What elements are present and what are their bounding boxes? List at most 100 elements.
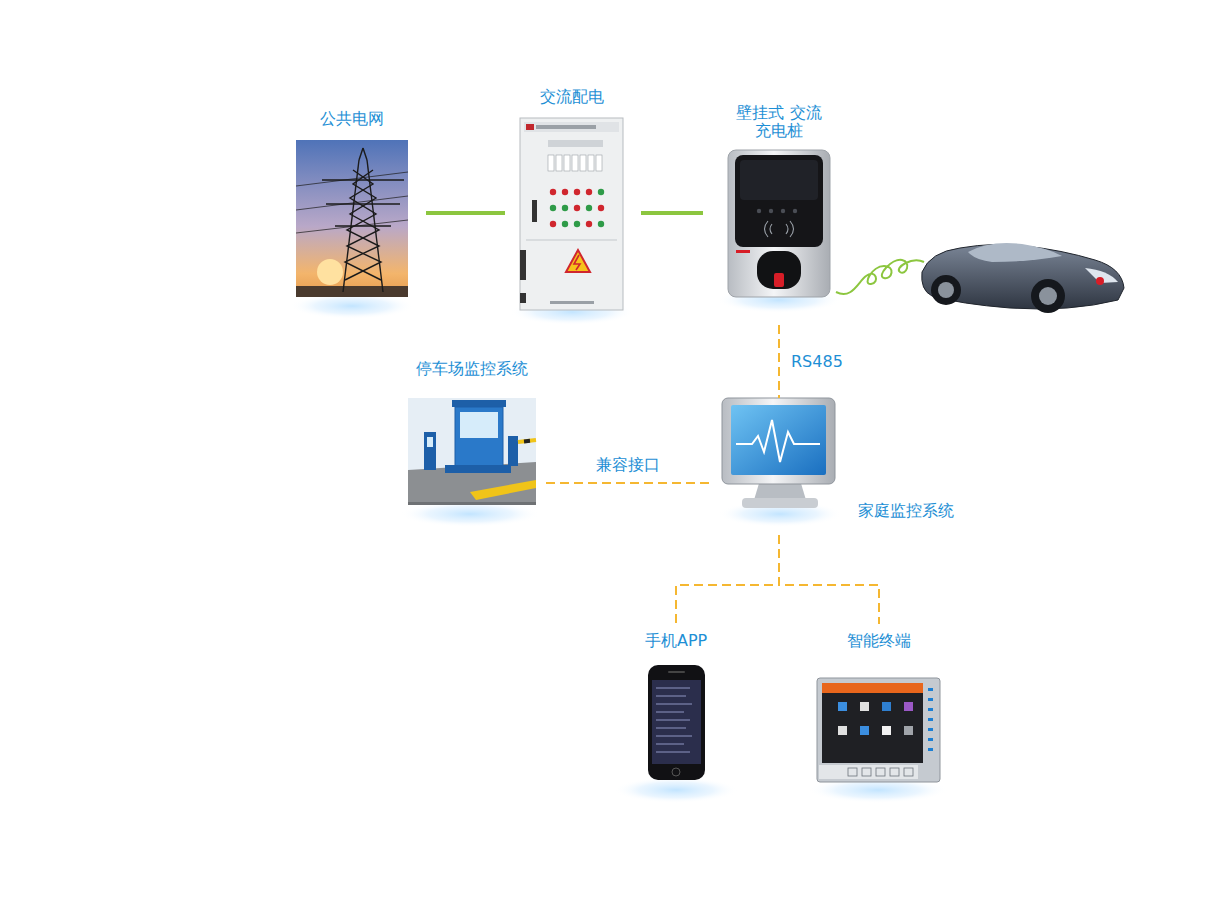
parking-booth-picture-part: [470, 480, 536, 500]
phone-picture-part-part: [656, 704, 692, 705]
wall-charger-picture-part-part: [769, 209, 773, 213]
phone-picture-part-part: [656, 696, 686, 697]
parking-booth-picture-part: [518, 440, 536, 442]
smart-terminal-picture-part-part: [860, 702, 869, 711]
power-tower-picture-part: [317, 259, 343, 285]
picture-node: 停车场监控系统: [408, 398, 536, 505]
parking-booth-picture-part: [424, 432, 436, 470]
node-label: 手机APP: [645, 632, 707, 650]
wall-charger-picture-part: [735, 155, 823, 247]
smart-terminal-picture-part-part: [928, 698, 933, 701]
wall-charger-picture-part: [728, 150, 830, 297]
smart-terminal-picture-part-part: [904, 768, 913, 776]
node-label: 停车场监控系统: [416, 360, 528, 378]
phone-picture-part-part: [656, 688, 690, 689]
distribution-cabinet-picture-part-part: [598, 205, 604, 211]
distribution-cabinet-picture-part: [550, 189, 604, 227]
smart-terminal-picture-part: [817, 678, 940, 782]
picture-node: 家庭监控系统: [722, 398, 835, 510]
picture-node: 手机APP: [648, 665, 705, 780]
wall-charger-picture-part: [757, 209, 797, 213]
monitor-picture-part: [731, 405, 826, 475]
distribution-cabinet-picture-part: [526, 124, 534, 130]
glow-pads-part: [614, 777, 738, 803]
smart-terminal-picture: [817, 678, 940, 782]
parking-booth-picture-part: [508, 436, 518, 466]
power-line: [426, 211, 505, 215]
wall-charger-picture-part-part: [793, 209, 797, 213]
distribution-cabinet-picture-part-part: [598, 221, 604, 227]
picture-node: 公共电网: [296, 140, 408, 297]
smart-terminal-picture-part-part: [862, 768, 871, 776]
smart-terminal-picture-part: [822, 683, 923, 693]
distribution-cabinet-picture-part: [526, 240, 617, 241]
electric-car-picture: [922, 243, 1124, 313]
smart-terminal-picture-part-part: [928, 748, 933, 751]
parking-booth-picture-part: [524, 439, 530, 444]
picture-node: 交流配电: [520, 118, 623, 310]
parking-booth-picture-part: [455, 407, 503, 467]
power-line: [641, 211, 703, 215]
phone-picture-part: [672, 768, 680, 776]
smart-terminal-picture-part-part: [928, 738, 933, 741]
monitor-picture: [722, 398, 835, 508]
node-label: 智能终端: [847, 632, 911, 650]
data-link: [779, 535, 879, 624]
wall-charger-picture-part: [740, 160, 818, 200]
power-tower-picture: [296, 140, 408, 297]
distribution-cabinet-picture-part-part: [580, 155, 586, 171]
smart-terminal-picture-part: [838, 702, 913, 735]
wall-charger-picture-part: [765, 221, 794, 237]
node-label: 壁挂式 交流充电桩: [729, 104, 829, 140]
phone-picture-part-part: [656, 728, 686, 729]
distribution-cabinet-picture-part: [532, 200, 537, 222]
power-tower-picture-part: [296, 140, 408, 297]
monitor-picture-part: [742, 498, 818, 508]
electric-car-picture-part: [968, 243, 1062, 262]
phone-picture-part: [656, 688, 692, 752]
power-tower-picture-part-part: [359, 148, 363, 160]
parking-booth-picture-part: [408, 398, 536, 505]
parking-booth-picture-part: [408, 502, 536, 505]
electric-car-picture-part: [1031, 279, 1065, 313]
distribution-cabinet-picture-part: [536, 125, 596, 129]
smart-terminal-picture-part-part: [876, 768, 885, 776]
smart-terminal-picture-part-part: [882, 702, 891, 711]
power-tower-picture-part-part: [363, 148, 367, 160]
distribution-cabinet-picture-part-part: [548, 155, 554, 171]
link-label: RS485: [789, 353, 845, 371]
power-tower-picture-part-part: [322, 179, 404, 180]
wall-charger-picture-part-part: [757, 209, 761, 213]
smart-terminal-picture-part-part: [838, 726, 847, 735]
power-tower-picture-part: [296, 286, 408, 297]
picture-node: 智能终端: [817, 678, 940, 782]
power-tower-picture-part-part: [326, 203, 400, 204]
glow-pads-part: [400, 501, 540, 527]
distribution-cabinet-picture-part-part: [550, 221, 556, 227]
phone-picture-part-part: [656, 720, 690, 721]
distribution-cabinet-picture-part-part: [550, 205, 556, 211]
distribution-cabinet-picture-part-part: [562, 221, 568, 227]
distribution-cabinet-picture-part-part: [588, 155, 594, 171]
distribution-cabinet-picture-part: [548, 140, 603, 147]
charging-cable: [836, 260, 924, 294]
node-label: 家庭监控系统: [858, 502, 954, 520]
distribution-cabinet-picture-part-part: [550, 189, 556, 195]
smart-terminal-picture-part-part: [838, 702, 847, 711]
distribution-cabinet-picture-part-part: [572, 155, 578, 171]
electric-car-picture-part: [1039, 287, 1057, 305]
wall-charger-picture-part: [757, 251, 801, 289]
distribution-cabinet-picture-part-part: [564, 155, 570, 171]
charging-cable-part: [836, 260, 924, 294]
parking-booth-picture-part: [452, 400, 506, 407]
distribution-cabinet-picture-part-part: [574, 205, 580, 211]
electric-car-picture-part: [938, 282, 954, 298]
link-label: 兼容接口: [594, 456, 662, 474]
smart-terminal-picture-part-part: [928, 708, 933, 711]
electric-car-picture-part: [931, 275, 961, 305]
parking-booth-picture-part: [445, 465, 511, 473]
power-tower-picture-part: [296, 148, 408, 292]
